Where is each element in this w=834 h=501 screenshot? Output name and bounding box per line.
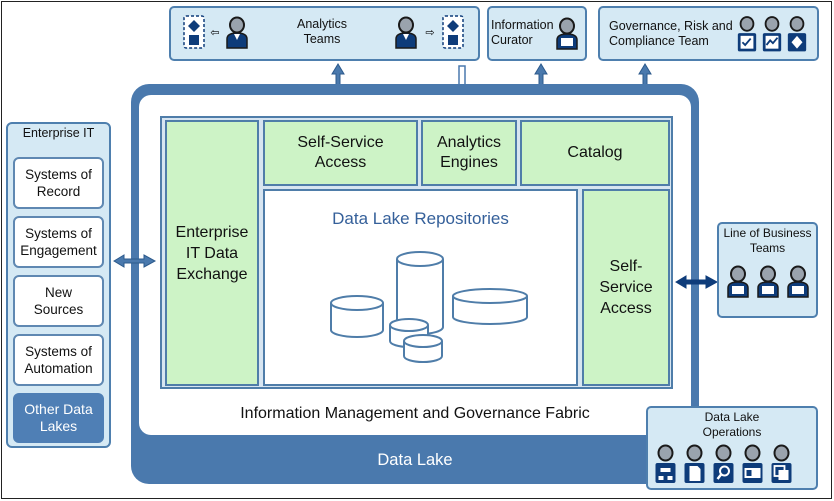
- analytics-teams-label: Analytics Teams: [296, 17, 348, 46]
- information-curator-label: Information Curator: [491, 18, 554, 47]
- other-data-lakes: Other Data Lakes: [13, 393, 104, 443]
- self-service-access-top: Self-Service Access: [263, 120, 418, 186]
- analytics-teams-box: [169, 6, 480, 61]
- data-lake-operations-icons: [653, 444, 794, 484]
- governance-team-box: [598, 6, 819, 61]
- svg-text:⇨: ⇨: [425, 26, 434, 39]
- enterprise-it-data-exchange: Enterprise IT Data Exchange: [165, 120, 259, 386]
- catalog: Catalog: [520, 120, 670, 186]
- analytics-engines-label: Analytics Engines: [436, 134, 502, 171]
- search-ops-person-icon: [713, 444, 734, 483]
- cylinder-icon: [403, 334, 443, 363]
- self-service-access-right-label: Self- Service Access: [599, 258, 653, 317]
- catalog-label: Catalog: [567, 144, 623, 161]
- analytics-teams-icons-left: ⇦: [181, 12, 251, 54]
- other-data-lakes-label: Other Data Lakes: [24, 401, 93, 434]
- enterprise-it-title: Enterprise IT: [22, 126, 95, 140]
- systems-of-automation: Systems of Automation: [13, 334, 104, 386]
- document-ops-person-icon: [684, 444, 705, 483]
- data-lake-label: Data Lake: [377, 451, 453, 469]
- copy-ops-person-icon: [771, 444, 792, 483]
- governance-team-icons: [736, 14, 808, 54]
- cylinder-icon: [330, 295, 384, 338]
- line-of-business-label: Line of Business Teams: [723, 226, 812, 255]
- analytics-teams-right-icon-group: ⇨: [394, 15, 464, 50]
- repository-cylinders: [330, 251, 528, 363]
- governance-team-label: Governance, Risk and Compliance Team: [609, 19, 733, 48]
- svg-text:⇦: ⇦: [210, 26, 219, 39]
- line-of-business-double-arrow: [675, 275, 719, 289]
- governance-diamond-person-icon: [787, 16, 807, 52]
- enterprise-it-data-exchange-label: Enterprise IT Data Exchange: [175, 223, 249, 283]
- business-people-icons: [726, 265, 810, 299]
- line-of-business-icons: [724, 261, 814, 301]
- data-lake-operations-label: Data Lake Operations: [702, 410, 762, 439]
- systems-of-engagement-label: Systems of Engagement: [20, 226, 97, 258]
- self-service-access-top-label: Self-Service Access: [297, 134, 384, 171]
- compliance-check-person-icon: [737, 16, 757, 52]
- side-arrows: [113, 254, 719, 289]
- systems-of-record: Systems of Record: [13, 157, 104, 209]
- data-lake-repositories-label: Data Lake Repositories: [332, 209, 509, 228]
- new-sources-label: New Sources: [33, 285, 84, 317]
- cylinder-icon: [452, 288, 528, 325]
- enterprise-it-double-arrow: [113, 254, 157, 268]
- analytics-engines: Analytics Engines: [421, 120, 517, 186]
- fabric-label: Information Management and Governance Fa…: [240, 405, 590, 422]
- systems-of-engagement: Systems of Engagement: [13, 216, 104, 268]
- systems-of-record-label: Systems of Record: [25, 167, 92, 199]
- id-card-ops-person-icon: [742, 444, 763, 483]
- analytics-teams-icons-right: ⇨: [392, 12, 472, 54]
- new-sources: New Sources: [13, 275, 104, 327]
- self-service-access-right: Self- Service Access: [582, 189, 670, 386]
- network-ops-person-icon: [655, 444, 676, 483]
- risk-chart-person-icon: [762, 16, 782, 52]
- analytics-teams-left-icon-group: ⇦: [183, 15, 249, 50]
- systems-of-automation-label: Systems of Automation: [24, 344, 93, 376]
